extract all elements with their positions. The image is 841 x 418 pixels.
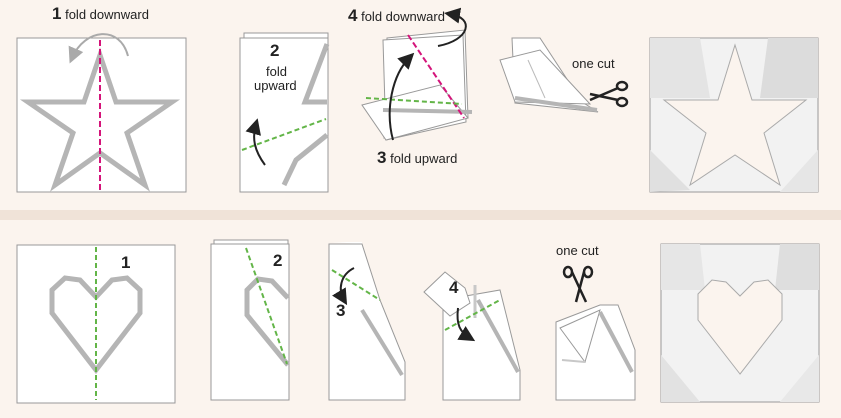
heart-cut-piece (555, 304, 636, 401)
bottom-cut-label: one cut (556, 243, 599, 258)
top-step2-line2: upward (254, 78, 297, 93)
star-cut-piece (499, 37, 599, 113)
heart-step3-fold (328, 242, 406, 401)
top-step2-number: 2 (270, 41, 280, 60)
bottom-step2-number: 2 (273, 251, 283, 270)
scissors-icon-bottom (562, 265, 594, 303)
heart-step4-fold (423, 271, 521, 401)
top-step1-text: fold downward (65, 7, 149, 22)
top-step3-number: 3 (377, 148, 387, 167)
top-step4-number: 4 (348, 6, 358, 25)
top-step1-label: 1 fold downward (52, 4, 149, 23)
top-step4-label: 4 fold downward (348, 6, 445, 25)
top-step4-text: fold downward (361, 9, 445, 24)
scissors-icon (589, 80, 629, 108)
bottom-step3-number: 3 (336, 301, 346, 320)
top-step2-line1: fold (266, 64, 287, 79)
top-step1-number: 1 (52, 4, 62, 23)
row-divider (0, 210, 841, 220)
star-result (649, 37, 819, 193)
top-step3-label: 3 fold upward (377, 148, 458, 167)
heart-step1-square (16, 244, 176, 404)
heart-step2-half (210, 239, 290, 401)
bottom-step1-number: 1 (121, 253, 131, 272)
top-step3-text: fold upward (390, 151, 458, 166)
heart-result (660, 243, 820, 403)
star-step3-4-wedge (361, 7, 473, 141)
star-step2-half (239, 32, 330, 193)
top-cut-label: one cut (572, 56, 615, 71)
star-step1-square (16, 33, 187, 193)
bottom-step4-number: 4 (449, 278, 459, 297)
